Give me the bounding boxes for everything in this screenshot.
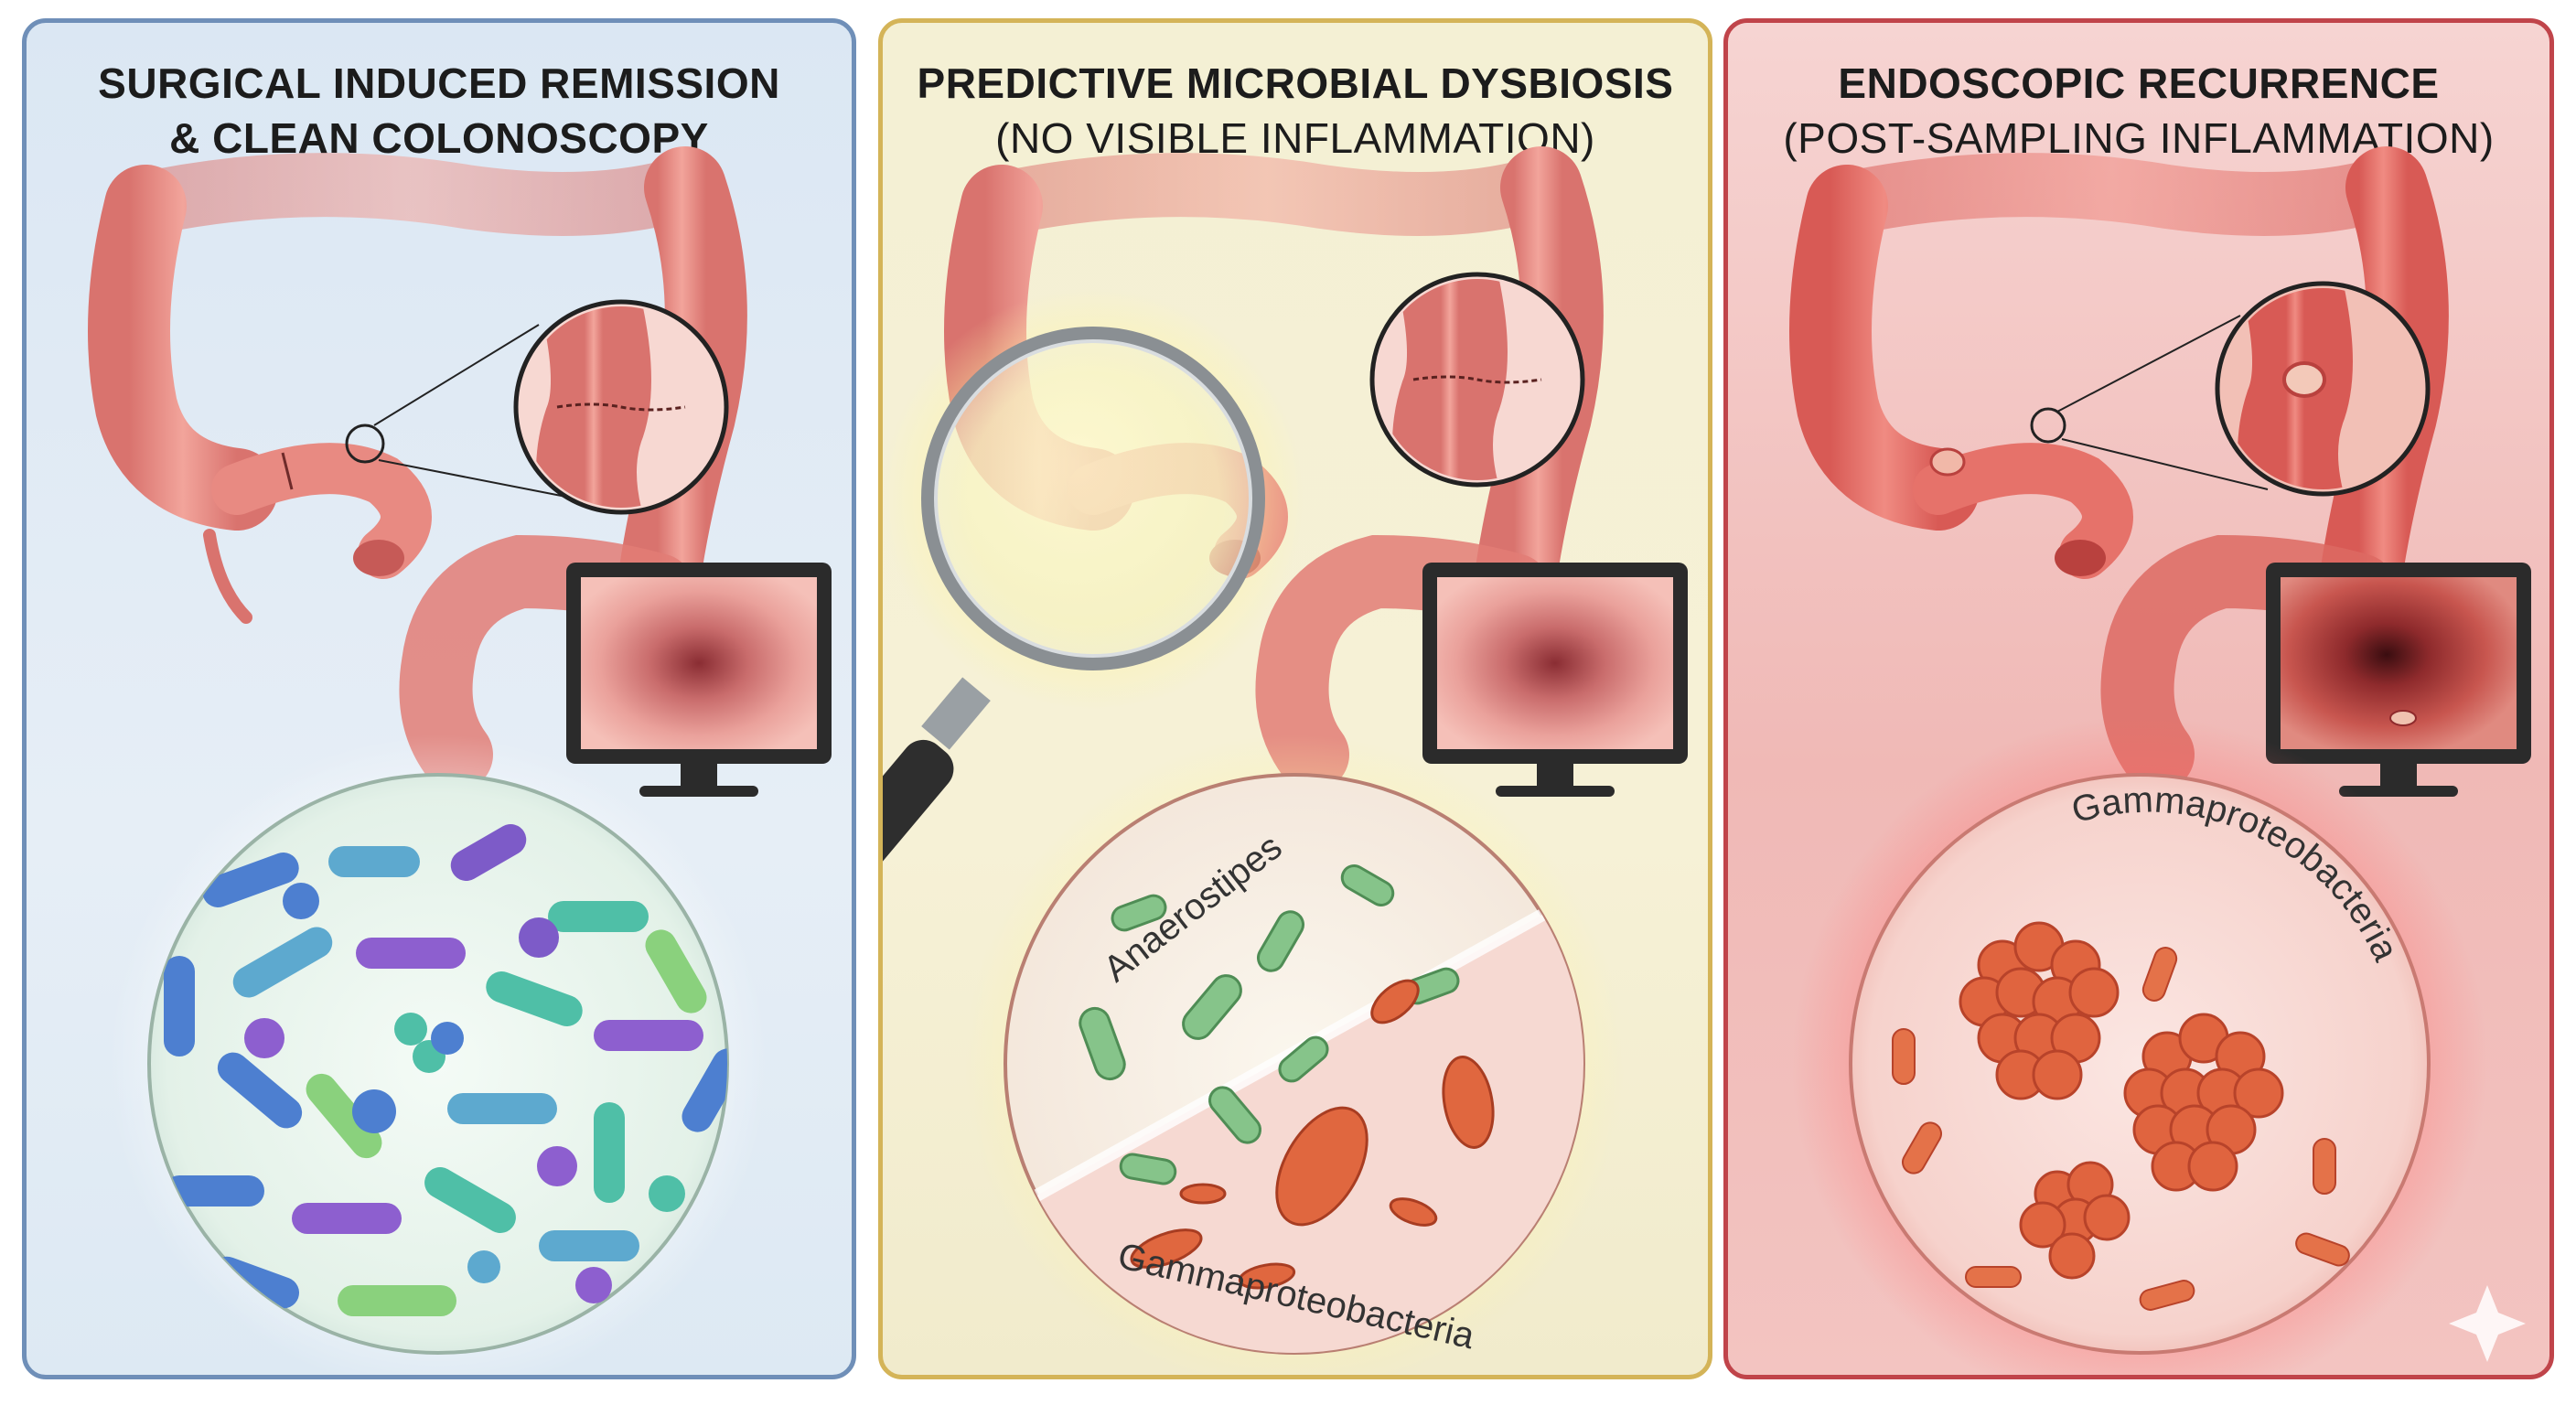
title-line-1: PREDICTIVE MICROBIAL DYSBIOSIS bbox=[917, 59, 1674, 107]
colon-icon: Gammaproteobacteria bbox=[1789, 146, 2531, 1375]
zoom-inset-icon bbox=[2215, 281, 2431, 497]
colon-icon: Anaerostipes Gammaproteobacteria bbox=[883, 146, 1688, 1375]
microbiome-circle-icon: Gammaproteobacteria bbox=[1849, 773, 2431, 1355]
zoom-inset-icon bbox=[513, 299, 729, 515]
panel-dysbiosis: PREDICTIVE MICROBIAL DYSBIOSIS (NO VISIB… bbox=[878, 18, 1712, 1379]
panel-title: PREDICTIVE MICROBIAL DYSBIOSIS (NO VISIB… bbox=[883, 56, 1708, 166]
title-line-2: (NO VISIBLE INFLAMMATION) bbox=[995, 114, 1595, 162]
zoom-target bbox=[345, 424, 385, 464]
panel-remission: SURGICAL INDUCED REMISSION & CLEAN COLON… bbox=[22, 18, 856, 1379]
panel-recurrence: ENDOSCOPIC RECURRENCE (POST-SAMPLING INF… bbox=[1723, 18, 2554, 1379]
monitor-icon bbox=[2266, 563, 2531, 797]
colon-icon bbox=[88, 146, 832, 1375]
monitor-icon bbox=[566, 563, 832, 797]
title-line-2: & CLEAN COLONOSCOPY bbox=[169, 114, 709, 162]
monitor-icon bbox=[1422, 563, 1688, 797]
panel-title: SURGICAL INDUCED REMISSION & CLEAN COLON… bbox=[27, 56, 852, 166]
title-line-1: SURGICAL INDUCED REMISSION bbox=[98, 59, 780, 107]
sparkle-icon bbox=[2449, 1285, 2526, 1362]
panel-title: ENDOSCOPIC RECURRENCE (POST-SAMPLING INF… bbox=[1728, 56, 2549, 166]
microbiome-circle-icon bbox=[147, 773, 729, 1355]
title-line-1: ENDOSCOPIC RECURRENCE bbox=[1838, 59, 2440, 107]
microbiome-circle-icon: Anaerostipes Gammaproteobacteria bbox=[1004, 773, 1585, 1357]
magnifier-icon bbox=[883, 288, 1304, 898]
zoom-inset-icon bbox=[1369, 272, 1585, 488]
